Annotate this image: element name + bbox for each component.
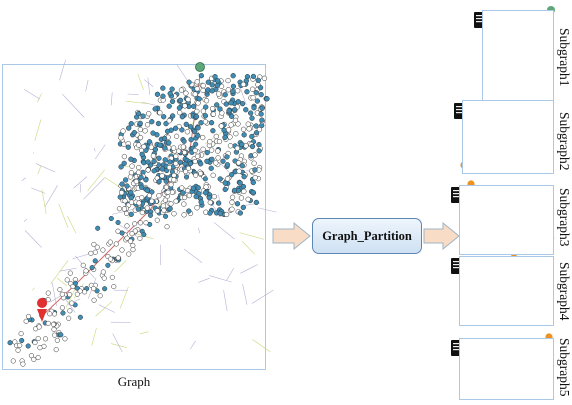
subgraph-4-frame (459, 256, 554, 326)
subgraph-2-frame (462, 100, 554, 174)
graph-partition-label: Graph_Partition (322, 228, 412, 243)
arrow-to-partition (272, 222, 311, 250)
subgraph-5-label: Subgraph5 (557, 338, 572, 397)
server-icon (454, 103, 464, 119)
subgraph-4-label: Subgraph4 (557, 262, 572, 321)
subgraph-5-frame (459, 338, 554, 400)
map-pin-icon (37, 298, 48, 322)
server-icon (451, 258, 461, 274)
server-icon (451, 340, 461, 356)
main-graph-nodes (7, 59, 277, 367)
subgraph-2-label: Subgraph2 (557, 112, 572, 171)
graph-label: Graph (117, 374, 151, 389)
server-icon (451, 187, 461, 203)
subgraph-3-label: Subgraph3 (557, 188, 572, 247)
graph-partition-box: Graph_Partition (312, 218, 422, 254)
subgraph-1-label: Subgraph1 (557, 28, 572, 87)
arrow-to-subgraphs (423, 222, 460, 250)
server-icon (474, 12, 484, 28)
subgraph-3-frame (459, 185, 554, 255)
start-marker-icon (195, 62, 205, 72)
subgraph-1-frame (482, 10, 554, 104)
